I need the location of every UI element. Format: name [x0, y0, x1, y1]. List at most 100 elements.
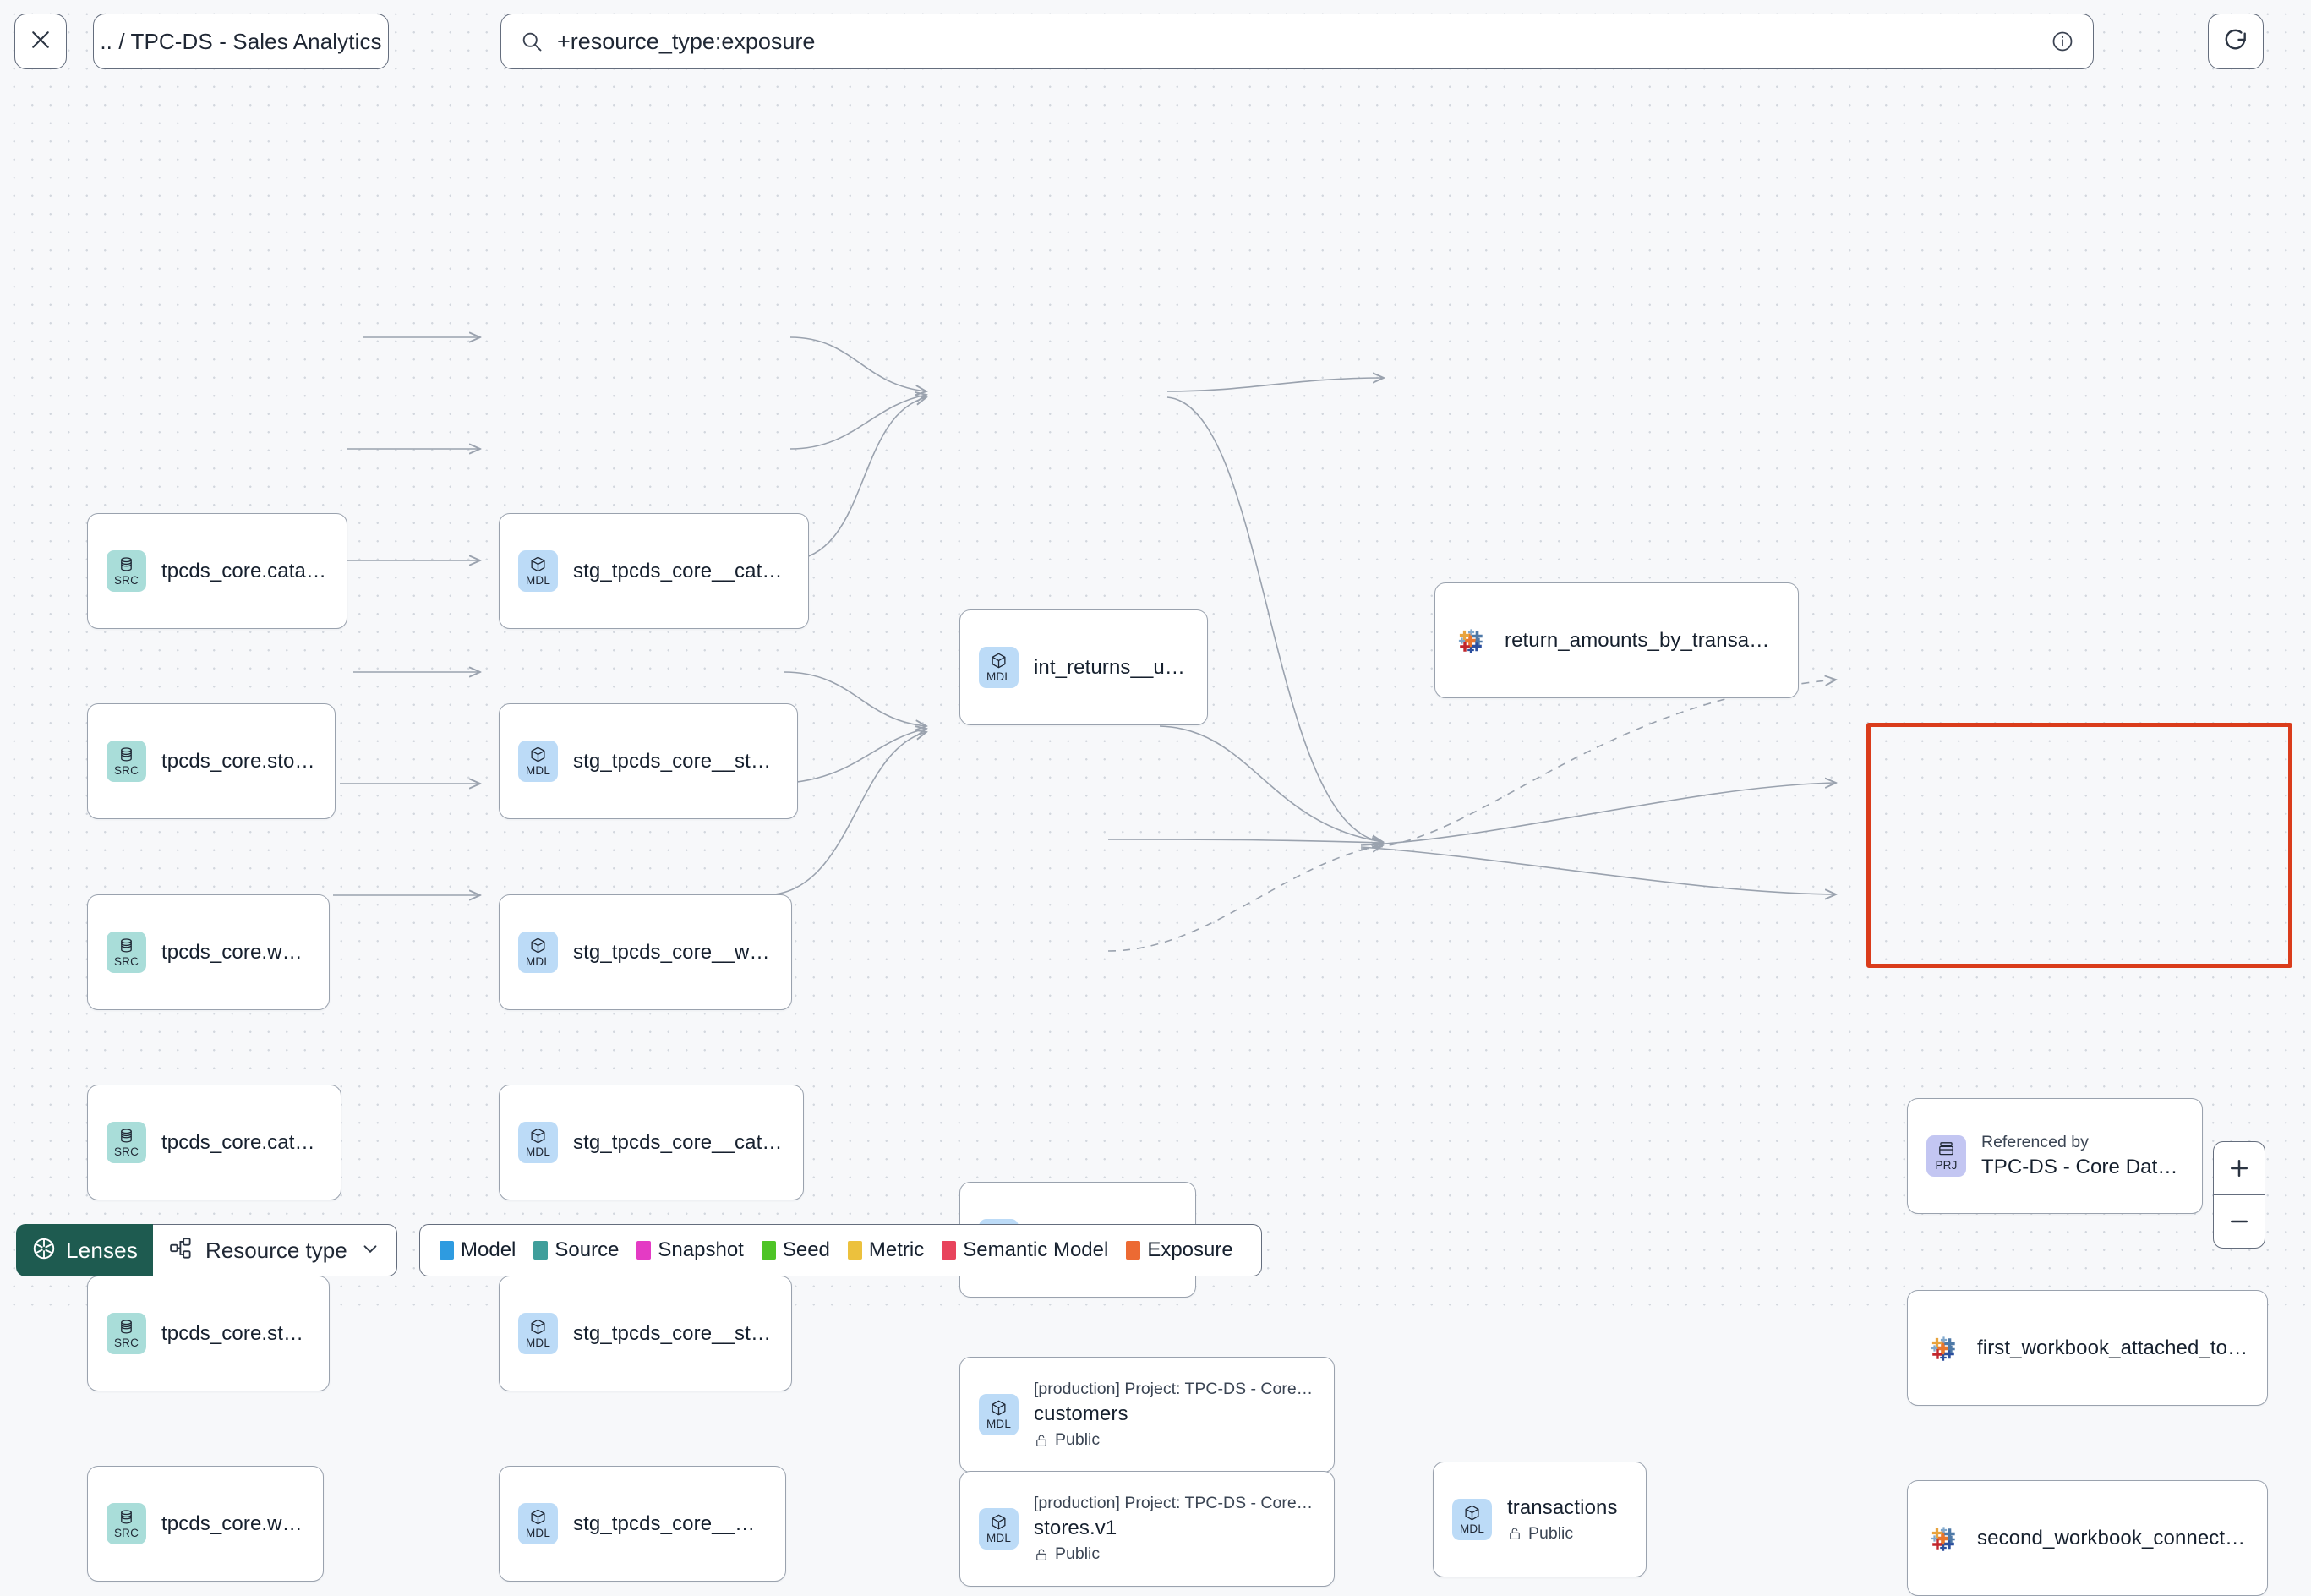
legend-item-metric[interactable]: Metric: [847, 1238, 925, 1262]
graph-node-title: stg_tpcds_core__catalog_sales: [573, 1130, 784, 1154]
legend-item-snapshot[interactable]: Snapshot: [636, 1238, 744, 1262]
graph-node-title: tpcds_core.catalog_returns: [161, 559, 328, 582]
graph-node-stg_web_sales[interactable]: MDL stg_tpcds_core__web_sales: [499, 1466, 786, 1582]
graph-node-second_workbook[interactable]: second_workbook_connected_to_live…: [1907, 1480, 2268, 1596]
src-badge-icon: SRC: [107, 741, 146, 782]
mdl-badge-icon: MDL: [518, 1313, 558, 1354]
visibility-label: Public: [1055, 1544, 1101, 1563]
legend-item-source[interactable]: Source: [533, 1238, 619, 1262]
graph-node-return_amounts[interactable]: return_amounts_by_transaction_type: [1434, 582, 1799, 698]
legend-label: Exposure: [1147, 1238, 1233, 1261]
graph-node-subtitle: [production] Project: TPC-DS - Core Data…: [1034, 1380, 1315, 1398]
legend-swatch: [761, 1241, 776, 1260]
resource-type-dropdown[interactable]: Resource type: [153, 1224, 397, 1276]
legend-item-semantic-model[interactable]: Semantic Model: [942, 1238, 1108, 1262]
graph-node-title: TPC-DS - Core Data Models: [1981, 1156, 2183, 1178]
aperture-icon: [31, 1236, 57, 1265]
mdl-badge-icon: MDL: [518, 550, 558, 592]
legend-item-seed[interactable]: Seed: [761, 1238, 830, 1262]
graph-node-visibility: Public: [1034, 1430, 1315, 1450]
legend-swatch: [636, 1241, 652, 1260]
src-badge-icon: SRC: [107, 1122, 146, 1163]
graph-node-subtitle: [production] Project: TPC-DS - Core Data…: [1034, 1494, 1315, 1512]
search-input[interactable]: +resource_type:exposure: [557, 28, 816, 54]
mdl-badge-icon: MDL: [1452, 1499, 1492, 1540]
close-button[interactable]: [14, 14, 67, 69]
graph-node-title: stg_tpcds_core__web_sales: [573, 1511, 767, 1535]
resource-type-legend: Model Source Snapshot Seed Metric Semantic Mo…: [419, 1224, 1262, 1276]
visibility-label: Public: [1055, 1430, 1101, 1449]
lenses-button[interactable]: Lenses: [16, 1224, 154, 1276]
graph-node-title: stores.v1: [1034, 1517, 1117, 1539]
graph-node-title: tpcds_core.store_returns: [161, 749, 316, 773]
graph-node-title: stg_tpcds_core__store_returns: [573, 749, 779, 773]
graph-node-title: first_workbook_attached_to_tpc-ds_-_…: [1977, 1336, 2248, 1359]
lock-open-icon: [1507, 1526, 1522, 1541]
mdl-badge-icon: MDL: [979, 647, 1019, 688]
legend-swatch: [440, 1241, 454, 1260]
legend-item-model[interactable]: Model: [440, 1238, 516, 1262]
graph-node-title: stg_tpcds_core__web_returns: [573, 940, 773, 964]
graph-node-stores_v1[interactable]: MDL [production] Project: TPC-DS - Core D…: [959, 1471, 1335, 1587]
graph-node-title: tpcds_core.web_returns: [161, 940, 310, 964]
legend-label: Semantic Model: [963, 1238, 1109, 1261]
legend-label: Metric: [868, 1238, 925, 1261]
src-badge-icon: SRC: [107, 932, 146, 973]
legend-label: Model: [461, 1238, 516, 1261]
breadcrumb-label: .. / TPC-DS - Sales Analytics: [100, 28, 382, 54]
graph-node-title: customers: [1034, 1402, 1128, 1425]
zoom-in-button[interactable]: [2214, 1142, 2265, 1194]
exp-badge-icon: [1454, 624, 1488, 658]
breadcrumb[interactable]: .. / TPC-DS - Sales Analytics: [93, 14, 389, 69]
graph-node-src_store_returns[interactable]: SRC tpcds_core.store_returns: [87, 703, 336, 819]
graph-node-src_catalog_sales[interactable]: SRC tpcds_core.catalog_sales: [87, 1085, 341, 1200]
src-badge-icon: SRC: [107, 1313, 146, 1354]
graph-node-subtitle: Referenced by: [1981, 1133, 2089, 1151]
legend-label: Snapshot: [658, 1238, 744, 1261]
mdl-badge-icon: MDL: [518, 741, 558, 782]
graph-node-int_returns_unioned[interactable]: MDL int_returns__unioned: [959, 609, 1208, 725]
search-bar[interactable]: +resource_type:exposure: [500, 14, 2094, 69]
resource-type-label: Resource type: [205, 1237, 347, 1263]
mdl-badge-icon: MDL: [979, 1508, 1019, 1550]
legend-swatch: [847, 1241, 862, 1260]
legend-swatch: [1126, 1241, 1141, 1260]
exp-badge-icon: [1926, 1331, 1960, 1365]
graph-node-title: int_returns__unioned: [1034, 655, 1188, 679]
legend-label: Seed: [782, 1238, 830, 1261]
legend-label: Source: [555, 1238, 620, 1261]
graph-node-title: return_amounts_by_transaction_type: [1505, 628, 1779, 652]
zoom-out-button[interactable]: [2214, 1194, 2265, 1248]
exp-badge-icon: [1926, 1522, 1960, 1555]
graph-node-visibility: Public: [1507, 1524, 1627, 1544]
graph-node-title: tpcds_core.web_sales: [161, 1511, 304, 1535]
graph-node-title: second_workbook_connected_to_live…: [1977, 1526, 2248, 1550]
mdl-badge-icon: MDL: [518, 1503, 558, 1544]
info-icon[interactable]: [2051, 30, 2074, 53]
legend-swatch: [533, 1241, 549, 1260]
lock-open-icon: [1034, 1547, 1049, 1562]
graph-node-src_web_returns[interactable]: SRC tpcds_core.web_returns: [87, 894, 330, 1010]
legend-swatch: [942, 1241, 957, 1260]
src-badge-icon: SRC: [107, 550, 146, 592]
visibility-label: Public: [1528, 1523, 1574, 1543]
zoom-controls: [2213, 1141, 2265, 1249]
lenses-toolbar: Lenses Resource type: [16, 1224, 397, 1276]
legend-item-exposure[interactable]: Exposure: [1126, 1238, 1233, 1262]
graph-node-customers[interactable]: MDL[production] Project: TPC-DS - Core D…: [959, 1357, 1335, 1473]
refresh-button[interactable]: [2208, 14, 2264, 69]
graph-node-title: transactions: [1507, 1495, 1618, 1519]
graph-node-src_catalog_returns[interactable]: SRC tpcds_core.catalog_returns: [87, 513, 347, 629]
graph-node-title: tpcds_core.catalog_sales: [161, 1130, 322, 1154]
graph-node-stg_store_returns[interactable]: MDL stg_tpcds_core__store_returns: [499, 703, 798, 819]
top-toolbar: .. / TPC-DS - Sales Analytics +resource_…: [0, 0, 2311, 97]
graph-node-first_workbook[interactable]: first_workbook_attached_to_tpc-ds_-_…: [1907, 1290, 2268, 1406]
